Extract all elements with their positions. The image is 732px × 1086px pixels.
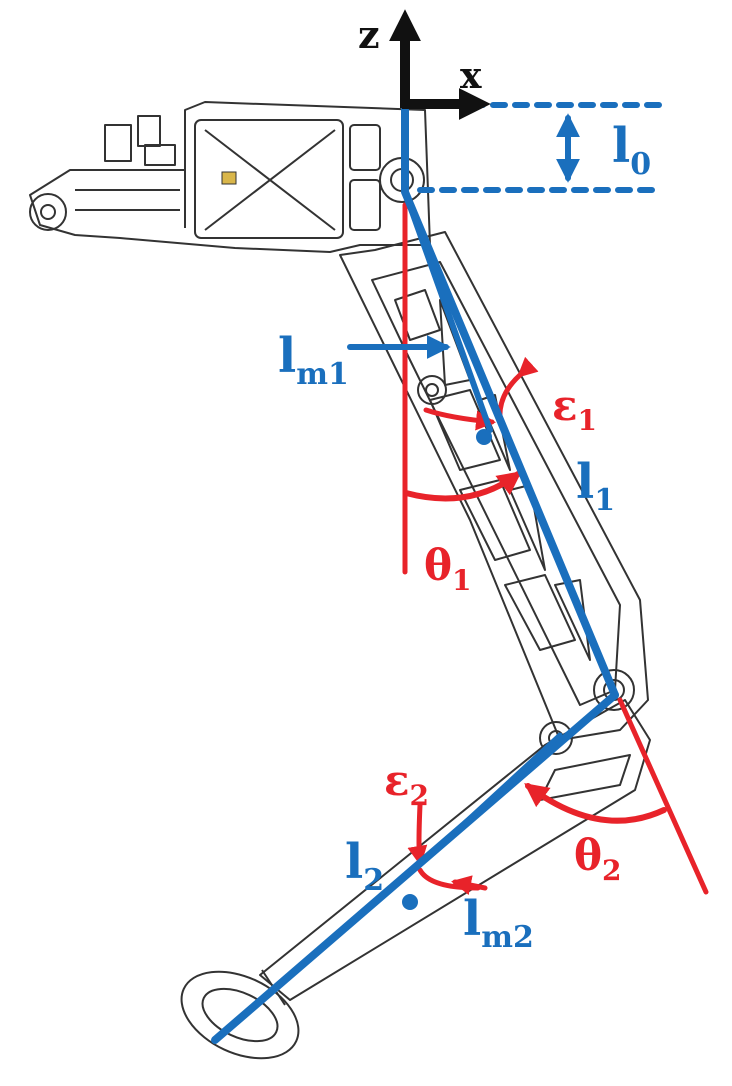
z-axis-label: z <box>358 12 380 57</box>
com2-point <box>402 894 418 910</box>
hip-sticker <box>221 171 237 185</box>
text-labels: z x l0 lm1 ε1 l1 θ1 ε2 θ2 l2 lm2 <box>278 12 651 955</box>
theta2-label: θ2 <box>574 831 622 887</box>
epsilon1-label: ε1 <box>552 381 597 437</box>
lm1-mass-line <box>402 189 493 433</box>
com1-point <box>476 429 492 445</box>
thigh-extension-line <box>617 697 709 895</box>
lm2-label: lm2 <box>463 891 534 955</box>
l2-label: l2 <box>345 834 384 898</box>
l1-label: l1 <box>576 454 615 518</box>
theta2-arc <box>524 783 667 824</box>
epsilon2-arrow <box>451 875 488 895</box>
x-axis-label: x <box>460 55 482 97</box>
leg-line-drawing <box>29 101 651 1060</box>
l0-label: l0 <box>612 118 651 182</box>
l1-link-line <box>401 188 619 699</box>
lm2-mass-line <box>405 732 563 878</box>
theta1-label: θ1 <box>424 541 472 597</box>
lm1-label: lm1 <box>278 328 349 392</box>
theta1-arc <box>403 471 522 502</box>
epsilon2-arc-top <box>407 802 428 866</box>
epsilon2-label: ε2 <box>384 756 429 812</box>
coordinate-frame <box>388 9 491 121</box>
